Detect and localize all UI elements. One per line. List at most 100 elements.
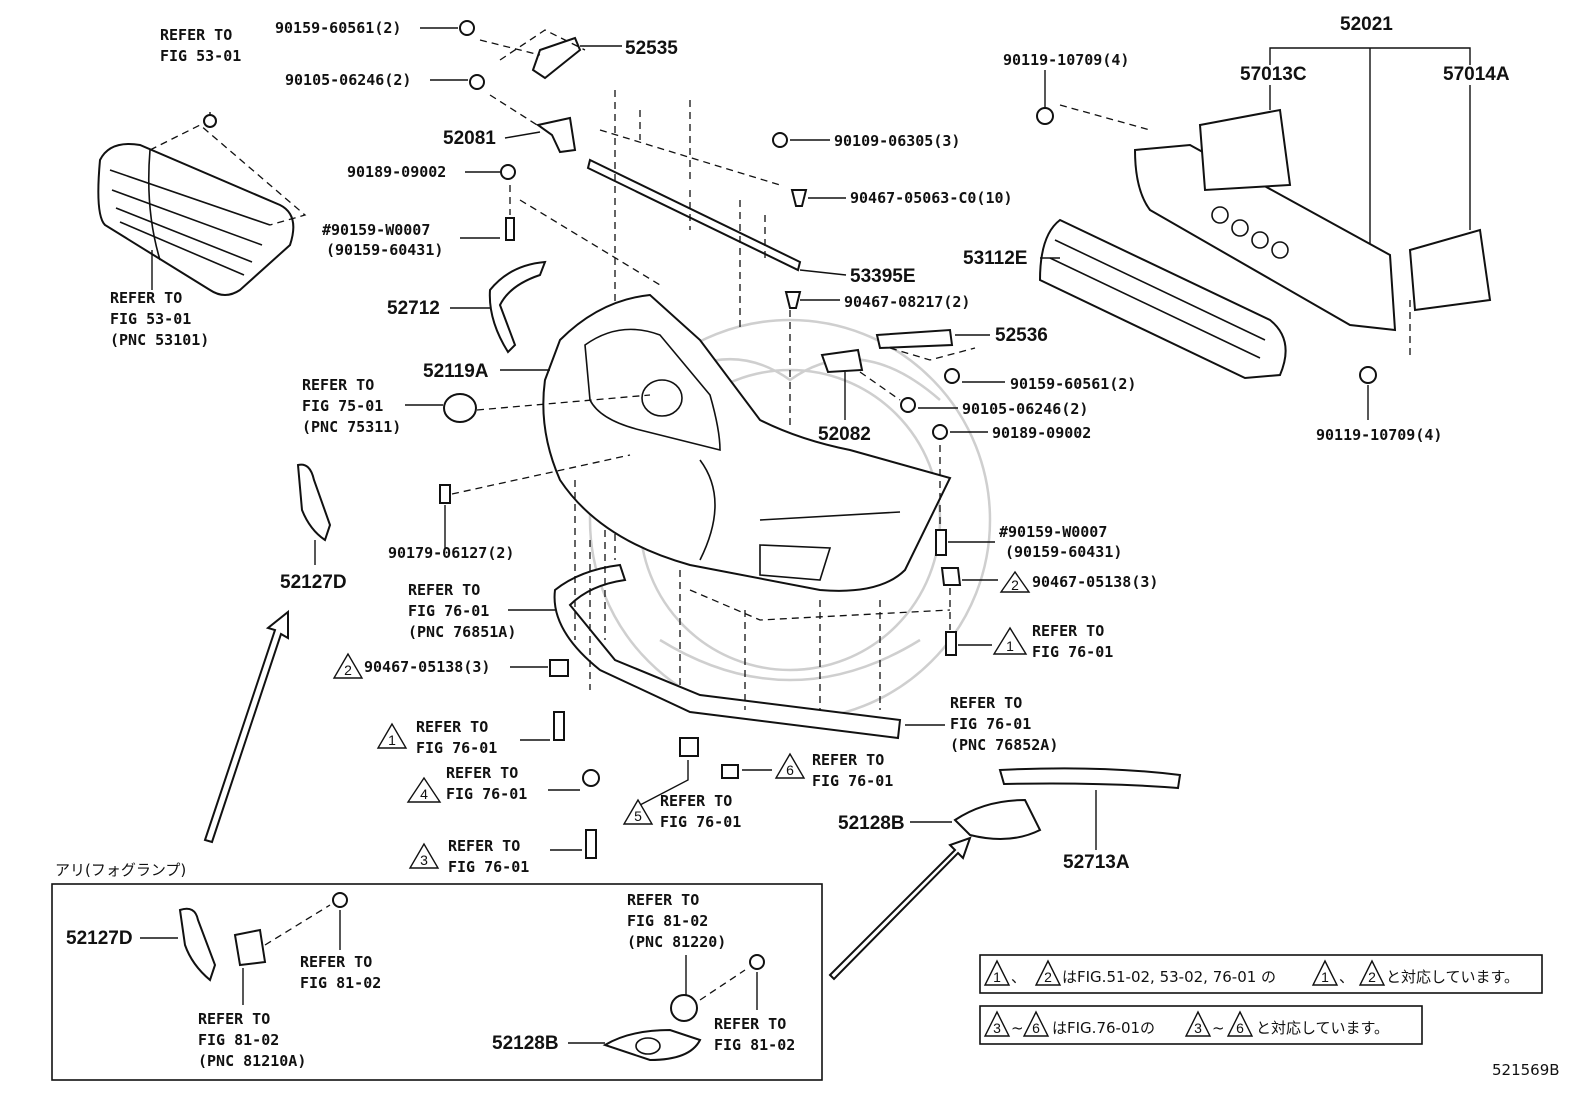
part-label-90159-w0007-b: #90159-W0007 xyxy=(999,523,1107,541)
part-label-52021: 52021 xyxy=(1340,14,1393,35)
note2-triangle-3: 3 xyxy=(993,1020,1001,1036)
ref-fog-c-line1: REFER TO xyxy=(627,891,699,909)
ref-triangle5-line2: FIG 76-01 xyxy=(660,813,741,831)
ref-triangle3-line1: REFER TO xyxy=(448,837,520,855)
note2-text-b: はFIG.76-01の xyxy=(1052,1019,1155,1037)
part-label-53395E: 53395E xyxy=(850,266,916,287)
note1-text-b: はFIG.51-02, 53-02, 76-01 の xyxy=(1062,968,1276,986)
triangle-1-left: 1 xyxy=(388,732,396,748)
part-label-90179-06127: 90179-06127(2) xyxy=(388,544,514,562)
note1-triangle-1b: 1 xyxy=(1321,969,1329,985)
note1-sep-c: 、 xyxy=(1339,968,1354,986)
ref-grille-top-line1: REFER TO xyxy=(160,26,232,44)
ref-emblem-line1: REFER TO xyxy=(302,376,374,394)
part-label-52128B-main: 52128B xyxy=(838,813,905,834)
note2-triangle-6b: 6 xyxy=(1236,1020,1244,1036)
part-label-90467-05138-b: 90467-05138(3) xyxy=(1032,573,1158,591)
part-label-90189-09002-b: 90189-09002 xyxy=(992,424,1091,442)
note2-triangle-3b: 3 xyxy=(1194,1020,1202,1036)
ref-grille-bottom-line3: (PNC 53101) xyxy=(110,331,209,349)
ref-fog-d-line2: FIG 81-02 xyxy=(714,1036,795,1054)
note2-text-d: と対応しています。 xyxy=(1256,1019,1389,1037)
ref-triangle1-right-line1: REFER TO xyxy=(1032,622,1104,640)
ref-triangle6-line1: REFER TO xyxy=(812,751,884,769)
part-label-90467-05063: 90467-05063-C0(10) xyxy=(850,189,1013,207)
part-label-90119-10709-b: 90119-10709(4) xyxy=(1316,426,1442,444)
ref-triangle1-left-line1: REFER TO xyxy=(416,718,488,736)
part-label-90467-05138-a: 90467-05138(3) xyxy=(364,658,490,676)
ref-fog-c-line2: FIG 81-02 xyxy=(627,912,708,930)
part-label-90119-10709-a: 90119-10709(4) xyxy=(1003,51,1129,69)
part-label-52536: 52536 xyxy=(995,325,1048,346)
ref-triangle4-line1: REFER TO xyxy=(446,764,518,782)
ref-triangle5-line1: REFER TO xyxy=(660,792,732,810)
triangle-1-right: 1 xyxy=(1006,638,1014,654)
ref-fog-d-line1: REFER TO xyxy=(714,1015,786,1033)
ref-spoiler-left-line3: (PNC 76851A) xyxy=(408,623,516,641)
triangle-3: 3 xyxy=(420,852,428,868)
bumper-cover-part xyxy=(542,293,952,592)
inset-box xyxy=(51,883,823,1081)
ref-spoiler-left-line1: REFER TO xyxy=(408,581,480,599)
part-label-90109-06305: 90109-06305(3) xyxy=(834,132,960,150)
ref-spoiler-right-line2: FIG 76-01 xyxy=(950,715,1031,733)
ref-triangle4-line2: FIG 76-01 xyxy=(446,785,527,803)
part-label-90105-06246-b: 90105-06246(2) xyxy=(962,400,1088,418)
part-label-90159-w0007-a: #90159-W0007 xyxy=(322,221,430,239)
part-label-53112E: 53112E xyxy=(963,248,1027,269)
note-box-1 xyxy=(979,954,1543,994)
note1-sep-a: 、 xyxy=(1011,968,1026,986)
ref-fog-a-line2: FIG 81-02 xyxy=(300,974,381,992)
triangle-2-right: 2 xyxy=(1011,577,1019,593)
grille-part xyxy=(97,143,295,296)
part-label-52082: 52082 xyxy=(818,424,871,445)
ref-triangle6-line2: FIG 76-01 xyxy=(812,772,893,790)
ref-spoiler-left-line2: FIG 76-01 xyxy=(408,602,489,620)
part-label-90467-08217: 90467-08217(2) xyxy=(844,293,970,311)
absorber-part xyxy=(1038,218,1287,380)
part-label-90159-60431-b: (90159-60431) xyxy=(1005,543,1122,561)
ref-fog-b-line3: (PNC 81210A) xyxy=(198,1052,306,1070)
note2-sep-a: ~ xyxy=(1011,1019,1024,1037)
note1-text-d: と対応しています。 xyxy=(1386,968,1519,986)
reinforcement-part xyxy=(1133,108,1492,332)
triangle-5: 5 xyxy=(634,808,642,824)
ref-emblem-line3: (PNC 75311) xyxy=(302,418,401,436)
ref-fog-c-line3: (PNC 81220) xyxy=(627,933,726,951)
part-label-57014A: 57014A xyxy=(1443,64,1510,85)
note2-sep-c: ~ xyxy=(1212,1019,1225,1037)
ref-triangle1-left-line2: FIG 76-01 xyxy=(416,739,497,757)
note1-triangle-2: 2 xyxy=(1044,969,1052,985)
ref-fog-b-line1: REFER TO xyxy=(198,1010,270,1028)
note-box-2 xyxy=(979,1005,1423,1045)
ref-spoiler-right-line3: (PNC 76852A) xyxy=(950,736,1058,754)
part-label-52535: 52535 xyxy=(625,38,678,59)
inset-title: アリ(フォグランプ) xyxy=(55,861,186,879)
part-label-90189-09002-a: 90189-09002 xyxy=(347,163,446,181)
ref-grille-bottom-line1: REFER TO xyxy=(110,289,182,307)
part-label-52127D-main: 52127D xyxy=(280,572,347,593)
triangle-6: 6 xyxy=(786,762,794,778)
drawing-number: 521569B xyxy=(1492,1061,1560,1079)
part-label-52712: 52712 xyxy=(387,298,440,319)
ref-emblem-line2: FIG 75-01 xyxy=(302,397,383,415)
part-label-57013C: 57013C xyxy=(1240,64,1307,85)
ref-fog-a-line1: REFER TO xyxy=(300,953,372,971)
note1-triangle-1: 1 xyxy=(993,969,1001,985)
part-label-52119A: 52119A xyxy=(423,361,489,382)
ref-triangle1-right-line2: FIG 76-01 xyxy=(1032,643,1113,661)
note1-triangle-2b: 2 xyxy=(1368,969,1376,985)
ref-grille-top-line2: FIG 53-01 xyxy=(160,47,241,65)
ref-triangle3-line2: FIG 76-01 xyxy=(448,858,529,876)
part-label-52128B-inset: 52128B xyxy=(492,1033,559,1054)
part-label-52127D-inset: 52127D xyxy=(66,928,133,949)
triangle-2-left: 2 xyxy=(344,662,352,678)
ref-grille-bottom-line2: FIG 53-01 xyxy=(110,310,191,328)
lower-spoiler-part xyxy=(553,563,902,740)
ref-fog-b-line2: FIG 81-02 xyxy=(198,1031,279,1049)
triangle-4: 4 xyxy=(420,786,428,802)
upper-retainer-part xyxy=(586,158,802,272)
note2-triangle-6: 6 xyxy=(1032,1020,1040,1036)
part-label-90159-60561-b: 90159-60561(2) xyxy=(1010,375,1136,393)
